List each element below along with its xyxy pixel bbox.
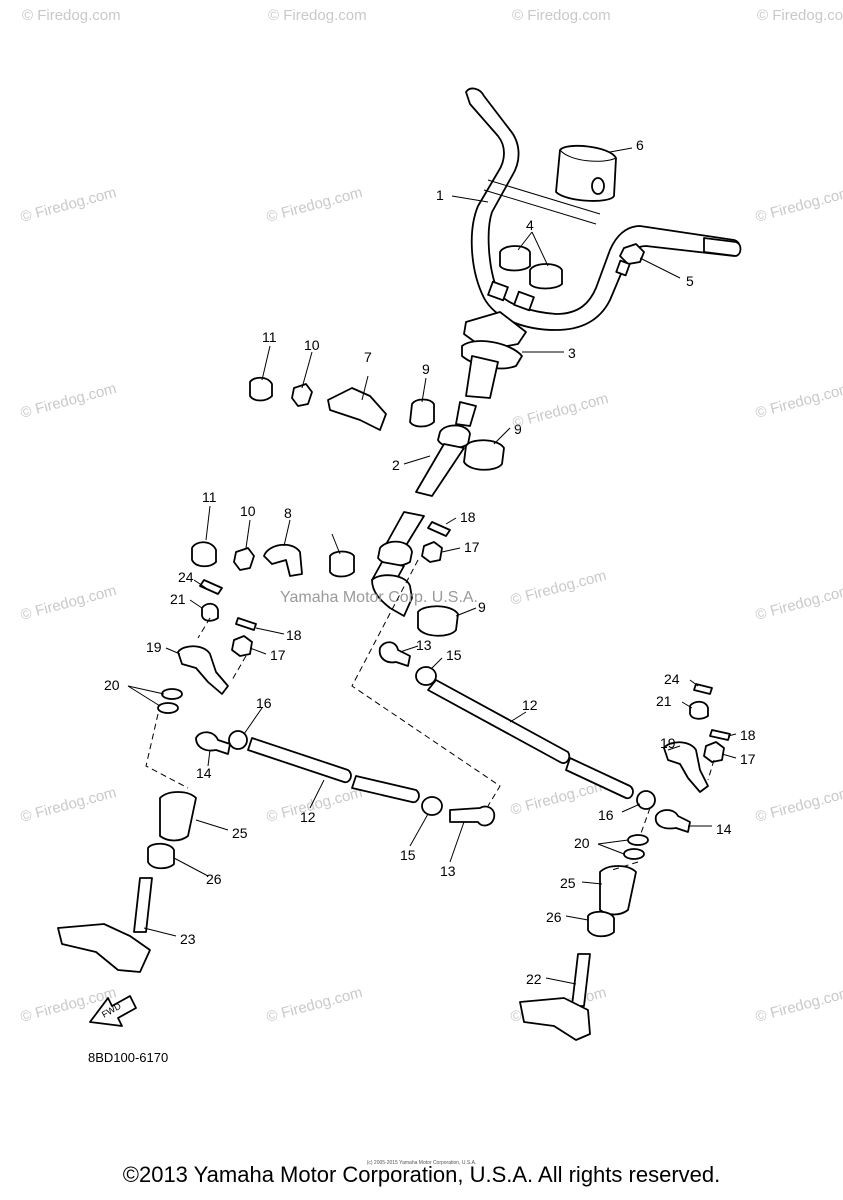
callout-19: 19 — [660, 735, 676, 751]
callout-24: 24 — [178, 569, 194, 585]
watermark: © Firedog.com — [265, 184, 365, 226]
callout-7: 7 — [364, 349, 372, 365]
callout-18: 18 — [740, 727, 756, 743]
watermark: © Firedog.com — [754, 582, 843, 624]
callout-17: 17 — [464, 539, 480, 555]
callout-4: 4 — [526, 217, 534, 233]
stamp-text: Yamaha Motor Corp. U.S.A. — [280, 589, 478, 606]
watermark: © Firedog.com — [754, 380, 843, 422]
callout-8: 8 — [284, 505, 292, 521]
watermark: © Firedog.com — [19, 582, 119, 624]
handlebar — [465, 87, 742, 331]
watermark: © Firedog.com — [268, 7, 367, 24]
callout-2: 2 — [392, 457, 400, 473]
callout-20: 20 — [574, 835, 590, 851]
watermark: © Firedog.com — [509, 567, 609, 609]
watermark: © Firedog.com — [22, 7, 121, 24]
fwd-arrow: FWD — [89, 995, 137, 1027]
callout-14: 14 — [196, 765, 212, 781]
callout-23: 23 — [180, 931, 196, 947]
steering-column — [371, 311, 527, 617]
watermark: © Firedog.com — [754, 784, 843, 826]
callout-11: 11 — [202, 489, 217, 505]
callout-6: 6 — [636, 137, 644, 153]
bolt-5 — [615, 243, 645, 277]
callout-13: 13 — [416, 637, 432, 653]
callout-25: 25 — [560, 875, 576, 891]
collar-9 — [329, 398, 505, 637]
washers-20 — [157, 688, 649, 860]
callout-16: 16 — [256, 695, 272, 711]
watermark: © Firedog.com — [511, 390, 611, 432]
handlebar-holders — [499, 245, 563, 290]
callout-21: 21 — [656, 693, 672, 709]
callout-26: 26 — [206, 871, 222, 887]
watermark: © Firedog.com — [754, 984, 843, 1026]
watermark: © Firedog.com — [757, 7, 843, 24]
diagram-code: 8BD100-6170 — [88, 1050, 168, 1065]
watermark: © Firedog.com — [754, 184, 843, 226]
callout-18: 18 — [286, 627, 302, 643]
handlebar-pad — [555, 144, 617, 202]
small-parts — [199, 521, 731, 763]
tiny-credit: (c) 2005-2015 Yamaha Motor Corporation, … — [366, 1160, 477, 1166]
watermark: © Firedog.com — [19, 784, 119, 826]
watermark: © Firedog.com — [265, 984, 365, 1026]
callouts: 1 2 3 4 5 6 7 8 9 9 9 10 10 11 11 12 12 … — [104, 137, 756, 987]
clamps — [191, 376, 387, 577]
pitman-arm-right — [663, 741, 709, 793]
watermark: © Firedog.com — [19, 380, 119, 422]
callout-17: 17 — [740, 751, 756, 767]
callout-25: 25 — [232, 825, 248, 841]
callout-26: 26 — [546, 909, 562, 925]
pitman-arm-left — [177, 645, 229, 695]
assembly-lines — [145, 559, 715, 871]
callout-15: 15 — [446, 647, 462, 663]
callout-1: 1 — [436, 187, 444, 203]
copyright-footer: ©2013 Yamaha Motor Corporation, U.S.A. A… — [122, 1162, 721, 1187]
leader-lines — [127, 147, 737, 985]
knuckles — [57, 791, 637, 1041]
callout-21: 21 — [170, 591, 186, 607]
callout-19: 19 — [146, 639, 162, 655]
callout-9: 9 — [514, 421, 522, 437]
tie-rods — [247, 679, 634, 804]
callout-15: 15 — [400, 847, 416, 863]
callout-17: 17 — [270, 647, 286, 663]
callout-12: 12 — [522, 697, 538, 713]
callout-10: 10 — [240, 503, 256, 519]
watermarks: © Firedog.com © Firedog.com © Firedog.co… — [19, 7, 843, 1026]
watermark: © Firedog.com — [512, 7, 611, 24]
callout-13: 13 — [440, 863, 456, 879]
callout-24: 24 — [664, 671, 680, 687]
callout-9: 9 — [478, 599, 486, 615]
callout-3: 3 — [568, 345, 576, 361]
callout-12: 12 — [300, 809, 316, 825]
callout-18: 18 — [460, 509, 476, 525]
callout-16: 16 — [598, 807, 614, 823]
tie-rod-ends — [195, 641, 691, 833]
callout-20: 20 — [104, 677, 120, 693]
callout-10: 10 — [304, 337, 320, 353]
callout-5: 5 — [686, 273, 694, 289]
watermark: © Firedog.com — [19, 184, 119, 226]
callout-11: 11 — [262, 329, 277, 345]
callout-9: 9 — [422, 361, 430, 377]
callout-14: 14 — [716, 821, 732, 837]
callout-22: 22 — [526, 971, 542, 987]
